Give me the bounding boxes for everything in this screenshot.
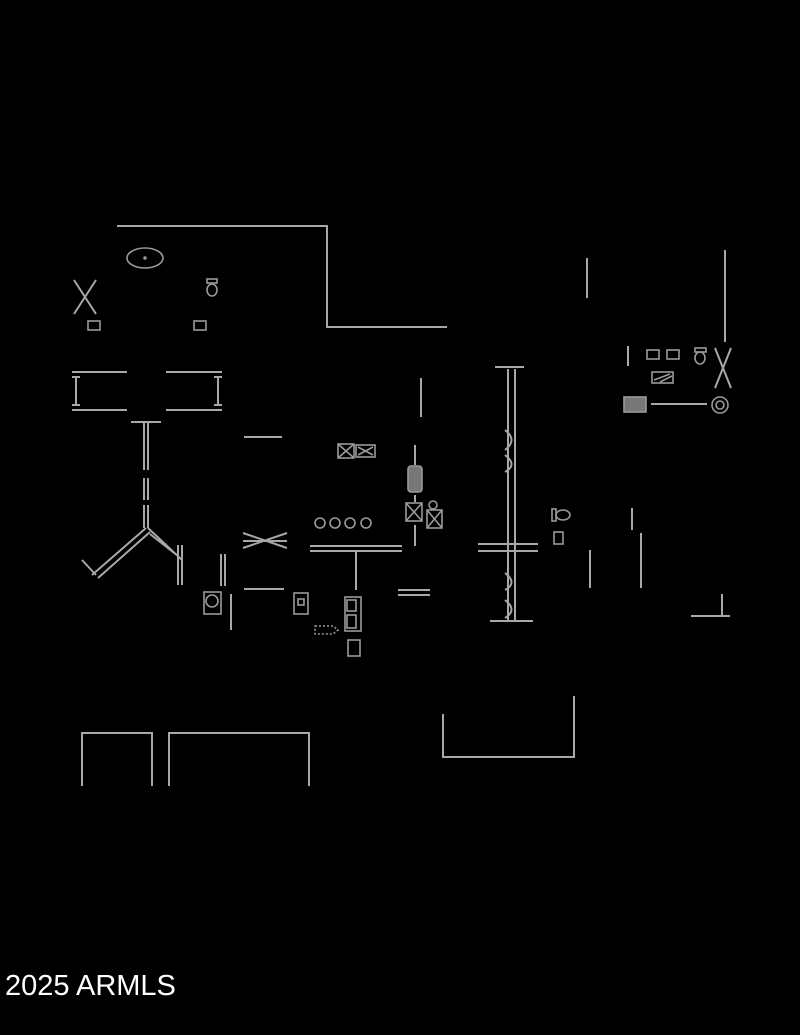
- wall-diagonal-left: [81, 527, 151, 579]
- toilet-icon: [694, 347, 707, 365]
- sink-icon: [193, 320, 207, 331]
- wall-door-swing: [73, 279, 97, 315]
- wall-closet-left: [72, 371, 127, 411]
- wall-closet-right: [166, 371, 222, 411]
- wall-patio: [442, 696, 575, 758]
- wall-segment: [589, 508, 730, 617]
- floor-plan-fixtures: [87, 247, 729, 657]
- appliance-icon: [293, 592, 309, 615]
- wall-primary-suite: [117, 225, 447, 328]
- sink-icon: [666, 349, 680, 360]
- toilet-icon: [551, 508, 571, 522]
- shower-icon: [651, 371, 674, 384]
- wall-segment: [398, 589, 430, 596]
- wall-diagonal-right: [147, 527, 183, 585]
- wall-right-wing: [586, 250, 726, 405]
- bathtub-drain-icon: [143, 256, 147, 260]
- refrigerator-icon: [407, 465, 423, 493]
- fireplace-icon: [623, 396, 647, 413]
- wall-segment: [478, 543, 538, 552]
- appliance-icon: [344, 596, 362, 657]
- wall-segment: [414, 378, 422, 546]
- sink-icon: [87, 320, 101, 331]
- wall-right-wing-door: [714, 347, 732, 389]
- wall-segment: [220, 554, 232, 630]
- wall-garage-left: [81, 732, 153, 786]
- washer-icon: [711, 396, 729, 414]
- watermark-copyright: 2025 ARMLS: [5, 970, 176, 1002]
- bathtub-icon: [126, 247, 164, 269]
- toilet-icon: [206, 278, 218, 297]
- arrow-icon: [314, 625, 340, 635]
- stool-icons: [314, 517, 372, 529]
- range-icon: [337, 443, 376, 459]
- wall-segment: [243, 436, 287, 590]
- wall-garage-right: [168, 732, 310, 786]
- water-heater-icon: [203, 591, 222, 615]
- washer-dryer-icon: [405, 500, 443, 529]
- wall-door-swing: [242, 532, 288, 549]
- wall-hall-left: [131, 421, 161, 528]
- wall-segment: [504, 429, 513, 619]
- floor-plan-walls: [72, 225, 732, 786]
- wall-kitchen-counter: [310, 545, 402, 590]
- sink-icon: [646, 349, 660, 360]
- sink-icon: [553, 531, 564, 545]
- wall-central-column: [490, 366, 533, 622]
